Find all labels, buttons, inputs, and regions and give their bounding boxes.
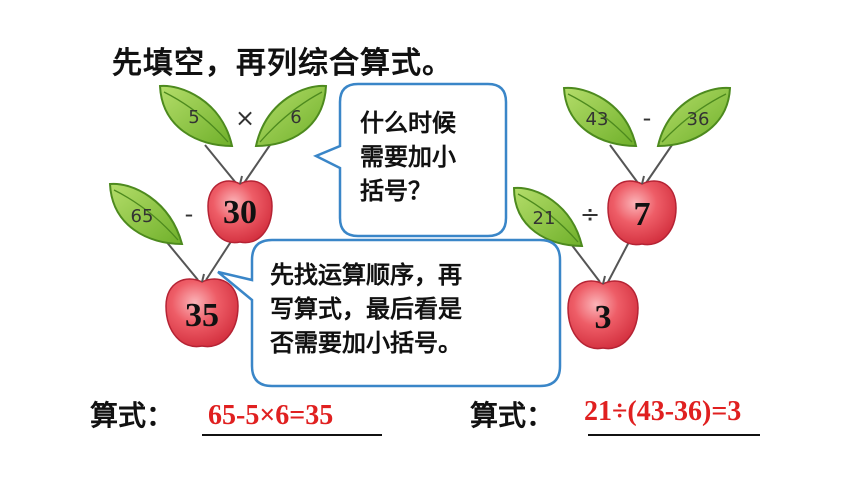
leaf-number: 65 [131, 206, 154, 227]
leaf-icon: 21 [512, 186, 584, 248]
formula-label-left: 算式： [90, 399, 175, 432]
apple-number: 3 [595, 299, 612, 336]
leaf-number: 43 [586, 109, 609, 130]
apple-number: 35 [185, 297, 219, 334]
stem [204, 144, 237, 184]
apple-icon: 35 [165, 273, 239, 348]
bubble-bottom-text: 先找运算顺序，再 写算式，最后看是 否需要加小括号。 [270, 258, 462, 360]
apple-icon: 7 [607, 175, 677, 246]
apple-icon: 3 [567, 275, 639, 350]
answer-underline-left [202, 434, 382, 436]
bubble-line: 先找运算顺序，再 [270, 261, 462, 289]
left-tree: 5 × 6 65 - 30 [108, 84, 328, 348]
bubble-line: 括号？ [360, 177, 432, 205]
stem [609, 144, 639, 184]
leaf-icon: 6 [254, 84, 328, 148]
answer-underline-right [588, 434, 760, 436]
speech-bubble-top [312, 82, 508, 238]
answer-right: 21÷(43-36)=3 [584, 396, 742, 427]
bubble-line: 需要加小 [360, 143, 456, 171]
leaf-icon: 36 [656, 86, 732, 148]
speech-bubble-bottom [217, 238, 562, 388]
apple-icon: 30 [207, 175, 273, 244]
stem [243, 144, 271, 184]
leaf-icon: 43 [562, 86, 638, 148]
operator: - [643, 104, 652, 132]
operator: ÷ [580, 200, 600, 228]
leaf-number: 6 [290, 107, 301, 128]
operator: - [185, 200, 194, 228]
bubble-line: 写算式，最后看是 [270, 295, 462, 323]
stem [205, 239, 233, 281]
leaf-number: 21 [533, 208, 556, 229]
apple-number: 30 [223, 194, 257, 231]
stem [607, 239, 631, 283]
leaf-icon: 65 [108, 182, 184, 246]
leaf-icon: 5 [158, 84, 234, 148]
stem [567, 239, 601, 283]
operator: × [235, 104, 255, 132]
stem [645, 144, 673, 184]
page-title: 先填空，再列综合算式。 [112, 46, 453, 81]
leaf-number: 5 [188, 107, 199, 128]
stem [164, 239, 199, 281]
right-tree: 43 - 36 21 ÷ 7 [512, 86, 732, 350]
leaf-number: 36 [687, 109, 710, 130]
bubble-line: 什么时候 [360, 109, 456, 137]
apple-number: 7 [634, 196, 651, 233]
bubble-top-text: 什么时候 需要加小 括号？ [360, 106, 456, 208]
bubble-line: 否需要加小括号。 [270, 329, 462, 357]
formula-label-right: 算式： [470, 399, 555, 432]
answer-left: 65-5×6=35 [208, 400, 334, 431]
